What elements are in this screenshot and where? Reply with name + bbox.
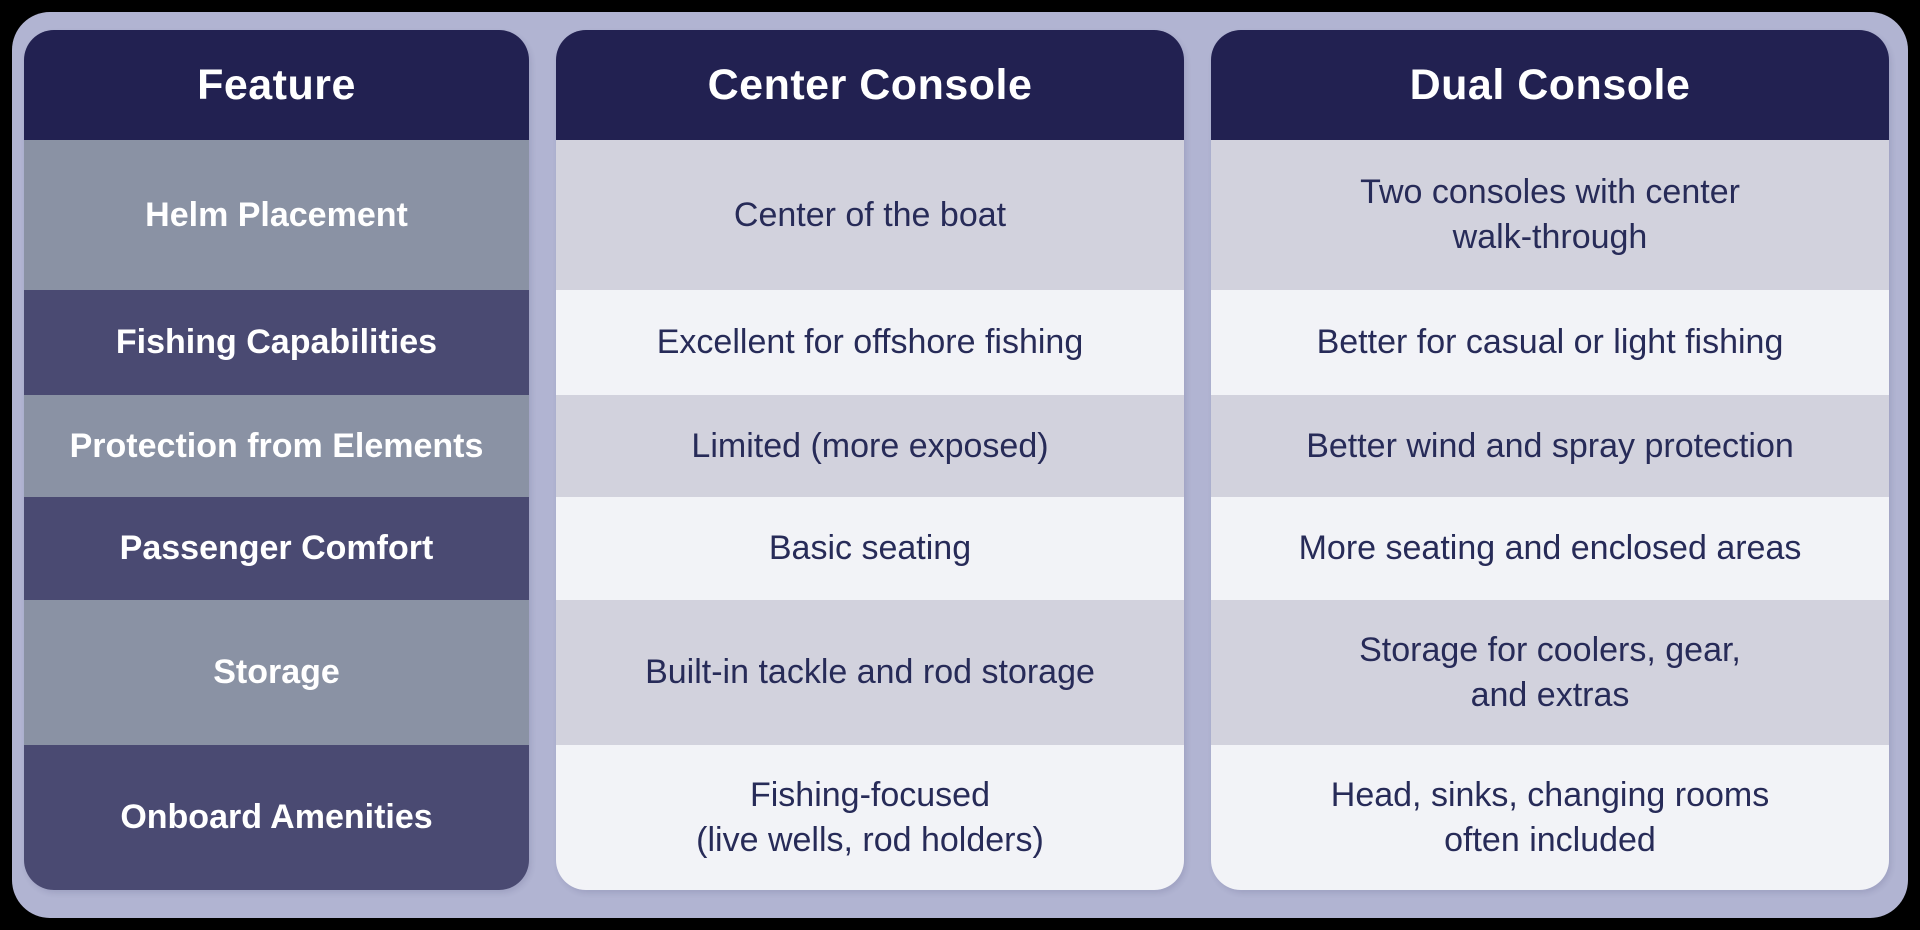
comparison-table-panel: Feature Helm Placement Fishing Capabilit… <box>12 12 1908 918</box>
feature-column: Feature Helm Placement Fishing Capabilit… <box>24 30 529 890</box>
center-console-protection-cell: Limited (more exposed) <box>556 395 1184 497</box>
column-header-dual-console: Dual Console <box>1211 30 1889 140</box>
column-header-feature: Feature <box>24 30 529 140</box>
center-console-column: Center Console Center of the boat Excell… <box>556 30 1184 890</box>
comparison-table: Feature Helm Placement Fishing Capabilit… <box>24 30 1889 890</box>
feature-label-helm-placement: Helm Placement <box>24 140 529 290</box>
dual-console-passenger-comfort-cell: More seating and enclosed areas <box>1211 497 1889 600</box>
center-console-fishing-capabilities-cell: Excellent for offshore fishing <box>556 290 1184 395</box>
center-console-helm-placement-cell: Center of the boat <box>556 140 1184 290</box>
feature-label-onboard-amenities: Onboard Amenities <box>24 745 529 890</box>
feature-label-storage: Storage <box>24 600 529 745</box>
column-header-center-console: Center Console <box>556 30 1184 140</box>
center-console-passenger-comfort-cell: Basic seating <box>556 497 1184 600</box>
dual-console-column: Dual Console Two consoles with center wa… <box>1211 30 1889 890</box>
dual-console-fishing-capabilities-cell: Better for casual or light fishing <box>1211 290 1889 395</box>
center-console-storage-cell: Built-in tackle and rod storage <box>556 600 1184 745</box>
dual-console-storage-cell: Storage for coolers, gear, and extras <box>1211 600 1889 745</box>
dual-console-amenities-cell: Head, sinks, changing rooms often includ… <box>1211 745 1889 890</box>
dual-console-helm-placement-cell: Two consoles with center walk-through <box>1211 140 1889 290</box>
feature-label-fishing-capabilities: Fishing Capabilities <box>24 290 529 395</box>
center-console-amenities-cell: Fishing-focused (live wells, rod holders… <box>556 745 1184 890</box>
dual-console-protection-cell: Better wind and spray protection <box>1211 395 1889 497</box>
feature-label-protection-from-elements: Protection from Elements <box>24 395 529 497</box>
feature-label-passenger-comfort: Passenger Comfort <box>24 497 529 600</box>
